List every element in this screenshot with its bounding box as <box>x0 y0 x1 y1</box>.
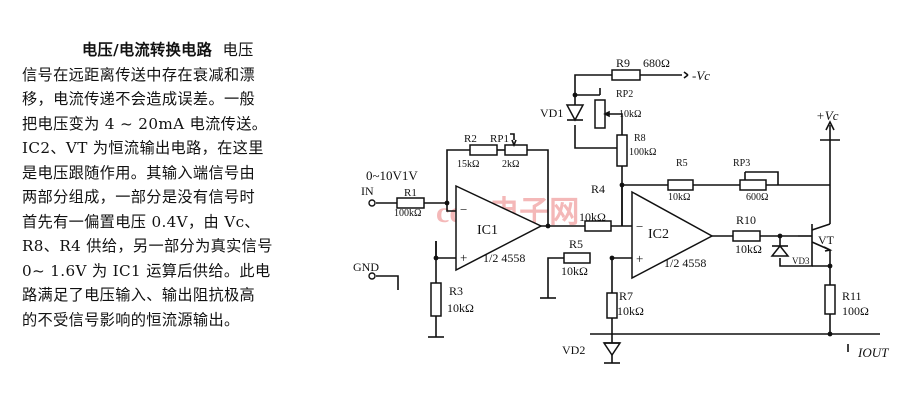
resistor-rp3: RP3 600Ω <box>733 158 768 203</box>
resistor-r5-input: R5 10kΩ <box>561 237 591 278</box>
r8-value: 100kΩ <box>629 147 656 158</box>
rp1-value: 2kΩ <box>502 159 519 170</box>
r9-label: R9 <box>616 56 630 70</box>
r11-value: 100Ω <box>842 304 869 318</box>
resistor-r4: R4 10kΩ <box>579 182 612 232</box>
opamp-ic2: − + IC2 1/2 4558 <box>631 190 714 280</box>
r10-label: R10 <box>736 213 756 227</box>
article-line: 两部分组成，一部分是没有信号时 <box>22 188 256 206</box>
input-range-label: 0~10V1V <box>366 168 418 183</box>
ic1-type: 1/2 4558 <box>483 251 525 265</box>
rp3-value: 600Ω <box>746 192 768 203</box>
article-line: 电压/电流转换电路 电压 <box>82 41 254 59</box>
article-line: 的不受信号影响的恒流源输出。 <box>22 310 240 329</box>
vt-label: VT <box>818 233 835 247</box>
r8-label: R8 <box>634 133 646 144</box>
resistor-r1: R1 100kΩ <box>394 187 425 219</box>
resistor-r5-feedback: R5 10kΩ <box>667 158 694 203</box>
ic2-type: 1/2 4558 <box>664 256 706 270</box>
output-label: IOUT <box>857 345 889 360</box>
r2-label: R2 <box>464 133 477 145</box>
transistor-vt: VT <box>798 223 835 252</box>
resistor-r2: R2 15kΩ <box>457 133 498 170</box>
article-line: IC2、VT 为恒流输出电路，在这里 <box>22 139 264 157</box>
ic2-label: IC2 <box>648 227 669 242</box>
resistor-r3: R3 10kΩ <box>430 282 474 317</box>
junctions <box>433 92 833 337</box>
r3-value: 10kΩ <box>447 301 474 315</box>
resistor-r9: R9 680Ω <box>611 56 670 81</box>
diode-vd1: VD1 <box>540 104 585 122</box>
r1-value: 100kΩ <box>394 208 421 219</box>
r4-label: R4 <box>591 182 605 196</box>
diode-vd2: VD2 <box>562 338 622 363</box>
in-label: IN <box>361 184 374 198</box>
r5b-label: R5 <box>676 158 688 169</box>
rp2-value: 10kΩ <box>619 109 641 120</box>
ic1-minus: − <box>460 202 467 217</box>
article-title: 电压/电流转换电路 <box>82 41 213 59</box>
gnd-label: GND <box>353 260 379 274</box>
opamp-ic1: − + IC1 1/2 4558 <box>455 184 543 272</box>
diode-vd3: VD3 <box>770 244 810 266</box>
r9-value: 680Ω <box>643 56 670 70</box>
resistor-rp1: RP1 2kΩ <box>490 133 528 170</box>
article-line: 信号在远距离传送中存在衰减和漂 <box>22 65 256 84</box>
article-line: R8、R4 供给，另一部分为真实信号 <box>22 237 273 255</box>
r10-value: 10kΩ <box>735 242 762 256</box>
r7-value: 10kΩ <box>617 304 644 318</box>
supply-pos-label: +Vc <box>816 108 839 123</box>
vd1-label: VD1 <box>540 106 563 120</box>
article-line: 0~ 1.6V 为 IC1 运算后供给。此电 <box>22 261 271 280</box>
supply-neg-label: -Vc <box>692 68 710 83</box>
resistor-r8: R8 100kΩ <box>616 133 656 167</box>
r5b-value: 10kΩ <box>668 192 690 203</box>
article-line: 移，电流传递不会造成误差。一般 <box>22 90 256 108</box>
r5a-value: 10kΩ <box>561 264 588 278</box>
r1-label: R1 <box>404 187 417 199</box>
article-line: 是电压跟随作用。其输入端信号由 <box>22 163 256 182</box>
wires <box>376 74 880 338</box>
in-terminal <box>368 199 376 207</box>
ic2-minus: − <box>636 219 643 234</box>
rp1-label: RP1 <box>490 133 509 145</box>
rp3-label: RP3 <box>733 158 750 169</box>
r7-label: R7 <box>619 289 633 303</box>
resistor-r7: R7 10kΩ <box>606 289 644 319</box>
supply-arrow-pos <box>825 120 835 131</box>
article-line: 路满足了电压输入、输出阻抗极高 <box>22 286 256 304</box>
r5a-label: R5 <box>569 237 583 251</box>
ic2-plus: + <box>636 251 643 266</box>
article-text: 电压/电流转换电路 电压 信号在远距离传送中存在衰减和漂 移，电流传递不会造成误… <box>22 38 334 332</box>
r3-label: R3 <box>449 284 463 298</box>
ic1-plus: + <box>460 250 467 265</box>
r11-label: R11 <box>842 289 862 303</box>
r2-value: 15kΩ <box>457 159 479 170</box>
r4-value: 10kΩ <box>579 210 606 224</box>
resistor-r10: R10 10kΩ <box>732 213 762 256</box>
resistor-r11: R11 100Ω <box>824 284 869 318</box>
article-line: 把电压变为 4 ~ 20mA 电流传送。 <box>22 114 268 133</box>
resistor-rp2: RP2 10kΩ <box>594 89 641 129</box>
article-line: 首先有一偏置电压 0.4V，由 Vc、 <box>22 212 260 231</box>
rp2-label: RP2 <box>616 89 633 100</box>
supply-arrow <box>683 71 689 79</box>
vd2-label: VD2 <box>562 343 585 357</box>
ic1-label: IC1 <box>477 223 498 238</box>
gnd-terminal <box>368 272 376 280</box>
vd3-label: VD3 <box>792 256 810 266</box>
